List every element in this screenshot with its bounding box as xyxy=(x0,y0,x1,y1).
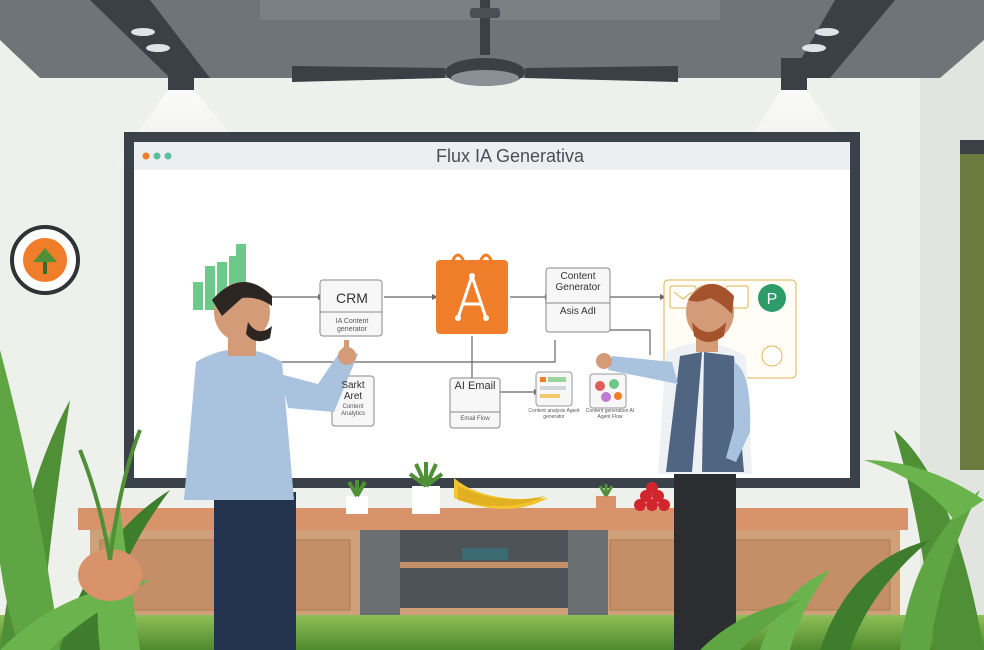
chart-bar xyxy=(205,266,215,310)
fan-blade xyxy=(525,66,678,82)
spotlight-right xyxy=(781,58,807,90)
fan-mount xyxy=(470,8,500,18)
chart-bar xyxy=(236,244,246,310)
arm xyxy=(726,362,751,462)
ceiling xyxy=(0,0,984,78)
report-sublabel: Content Analytics xyxy=(340,404,365,417)
plant-right xyxy=(700,430,984,650)
screen-title: Flux IA Generativa xyxy=(435,146,585,166)
crm-sublabel: IA Content generator xyxy=(335,318,369,333)
ceiling-light-spot xyxy=(815,28,839,36)
desk-leg xyxy=(360,530,400,620)
content-generator-node xyxy=(545,267,611,333)
content-generator-label: Content Generator xyxy=(555,271,601,293)
desk-top xyxy=(78,508,908,530)
chart-bar xyxy=(217,262,227,310)
report-label: Sarkt Aret xyxy=(341,380,365,402)
curtain xyxy=(960,150,984,470)
beard xyxy=(246,322,272,342)
card-right-sublabel: Content generation AI Agent Flow xyxy=(585,408,635,420)
ai-node xyxy=(436,260,508,334)
fan-light xyxy=(451,70,519,86)
berries xyxy=(634,482,670,511)
raised-arm xyxy=(280,346,358,412)
plant-pot xyxy=(412,486,440,514)
plant-leaves xyxy=(408,462,444,488)
card-right xyxy=(589,373,627,409)
wall-logo-tree xyxy=(43,258,47,274)
pointing-arm xyxy=(608,356,678,384)
refresh-icon xyxy=(761,345,783,367)
hand xyxy=(596,353,612,369)
desk-leg xyxy=(568,530,608,620)
plant-leaves xyxy=(347,480,367,497)
trousers xyxy=(674,470,736,650)
beard xyxy=(692,322,726,342)
vest xyxy=(666,352,702,472)
fan-rod xyxy=(480,0,490,55)
spotlight-left xyxy=(168,58,194,90)
ai-node-glyph xyxy=(456,275,488,319)
plant-left-back xyxy=(78,429,142,561)
shirt xyxy=(184,349,294,500)
window-dot xyxy=(164,152,172,160)
hair xyxy=(212,281,272,316)
basket xyxy=(78,549,142,601)
ceiling-light-spot xyxy=(146,44,170,52)
hand xyxy=(338,347,356,365)
ai-node-handles xyxy=(450,253,494,263)
content-generator-sublabel: Asis AdI xyxy=(559,306,597,317)
ceiling-beam-right xyxy=(790,0,895,78)
email-sublabel: Email Flow xyxy=(460,416,490,422)
chart-bar xyxy=(229,256,239,310)
plant-pot xyxy=(346,496,368,514)
chart-bar xyxy=(193,282,203,310)
email-label: AI Email xyxy=(454,380,496,392)
man-left xyxy=(184,281,358,650)
grass-floor xyxy=(0,615,984,650)
book-icon xyxy=(462,548,508,560)
curtain-rod xyxy=(960,140,984,154)
window-dot xyxy=(142,152,150,160)
flow-arrows xyxy=(270,296,660,393)
man-right xyxy=(596,283,752,650)
plant-pot xyxy=(596,496,616,514)
crm-node xyxy=(319,279,383,337)
card-left-sublabel: Content analysis Agent generator xyxy=(528,408,580,420)
wall-logo-tree xyxy=(33,248,57,262)
fan-blade xyxy=(292,66,445,82)
desk-shelf xyxy=(400,530,568,608)
hair xyxy=(688,283,734,314)
ceiling-light-spot xyxy=(802,44,826,52)
trousers xyxy=(214,492,296,650)
svg-text:P: P xyxy=(767,291,778,308)
ceiling-light-spot xyxy=(131,28,155,36)
screen-titlebar xyxy=(134,142,850,170)
email-node xyxy=(449,377,501,429)
window-dot xyxy=(153,152,161,160)
ai-badge-icon xyxy=(758,284,786,312)
crm-label: CRM xyxy=(336,290,368,306)
